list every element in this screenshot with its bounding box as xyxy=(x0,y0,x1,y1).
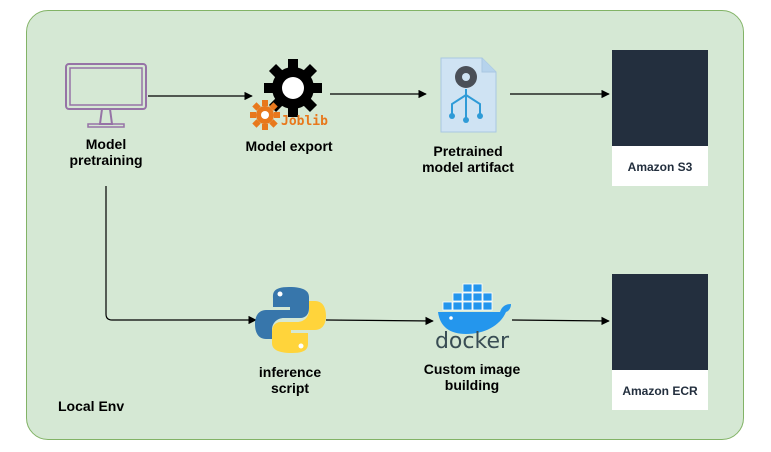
pretrained-artifact-label-line2: model artifact xyxy=(422,159,514,175)
amazon-s3-label: Amazon S3 xyxy=(627,160,693,174)
docker-whale-logo xyxy=(438,283,511,334)
custom-image-label: Custom image building xyxy=(412,361,532,393)
model-pretraining-label-line1: Model xyxy=(85,136,127,152)
pretrained-artifact-label-line1: Pretrained xyxy=(433,143,503,159)
edge-pretraining-to-inference xyxy=(105,186,257,325)
local-env-label: Local Env xyxy=(58,398,125,414)
amazon-ecr-node: Amazon ECR xyxy=(612,274,708,410)
inference-script-label: inference script xyxy=(240,364,340,396)
amazon-ecr-label: Amazon ECR xyxy=(622,384,698,398)
python-logo xyxy=(255,287,326,353)
edge-inference-to-docker xyxy=(325,316,434,326)
monitor-icon xyxy=(65,63,147,128)
custom-image-label-line2: building xyxy=(444,377,500,393)
docker-logo-text: docker xyxy=(434,329,510,354)
model-pretraining-label-line2: pretraining xyxy=(69,152,143,168)
amazon-s3-node: Amazon S3 xyxy=(612,50,708,186)
pretrained-artifact-label: Pretrained model artifact xyxy=(408,143,528,175)
model-artifact-icon xyxy=(440,57,497,133)
edge-docker-to-ecr xyxy=(511,316,610,326)
joblib-logo-text: Joblib xyxy=(281,114,328,129)
joblib-gear-logo xyxy=(250,59,322,130)
model-export-label: Model export xyxy=(245,138,333,154)
custom-image-label-line1: Custom image xyxy=(423,361,521,377)
inference-script-label-line1: inference xyxy=(258,364,322,380)
model-pretraining-label: Model pretraining xyxy=(56,136,156,168)
inference-script-label-line2: script xyxy=(270,380,310,396)
